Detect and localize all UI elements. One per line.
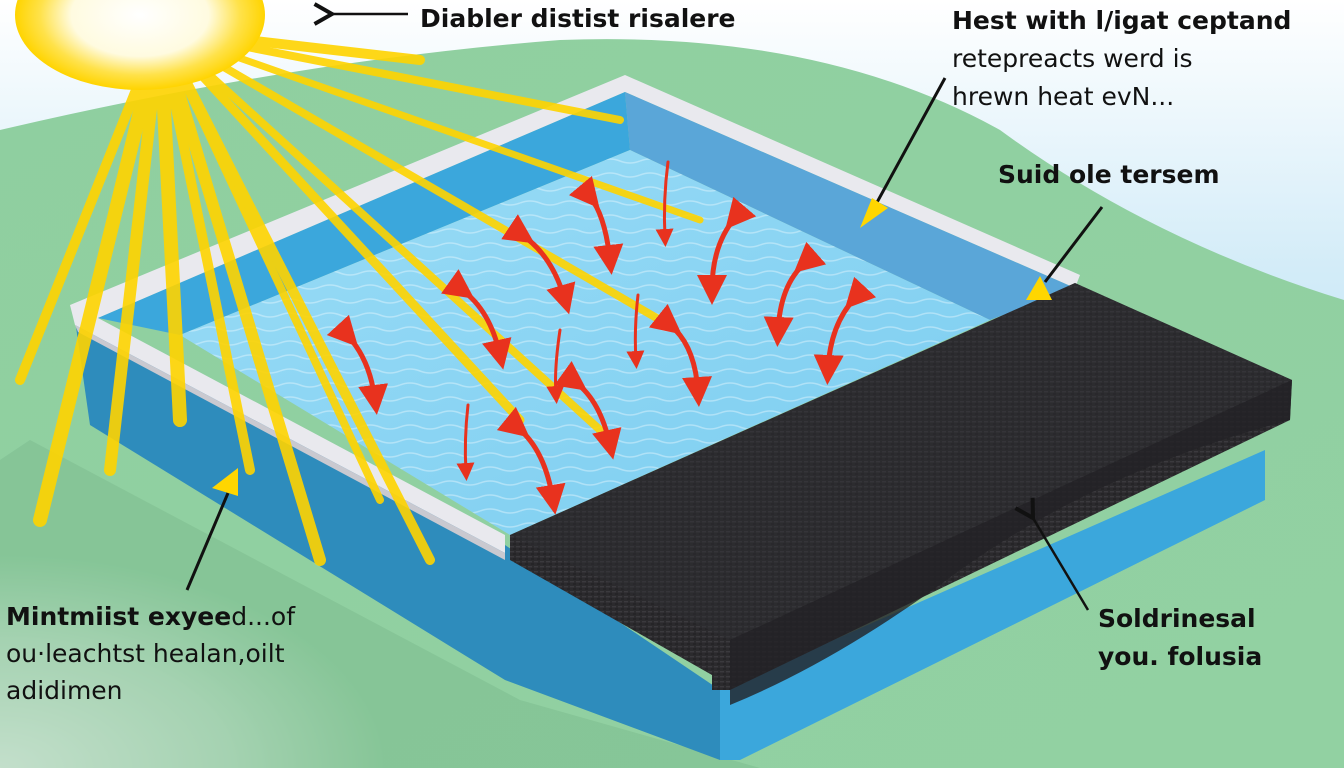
pool-shadow (0, 440, 760, 768)
cover-edge-label: Suid ole tersem (998, 160, 1220, 190)
heat-arrow-icon (554, 361, 622, 460)
solar-cover-label: Soldrinesal you. folusia (1098, 600, 1262, 676)
pool-wall-label: Mintmiist exyeed...of ou·leachtst healan… (6, 598, 295, 709)
pointer-triangle-icon (860, 198, 888, 228)
callout-lines (185, 2, 1104, 611)
heat-arrow-icon (813, 276, 877, 385)
pool-inner-wall-right (625, 92, 1075, 320)
heat-arrow-icon (568, 175, 624, 275)
heat-arrow-icon (496, 406, 566, 515)
label-text: ou·leachtst healan,oilt (6, 639, 285, 668)
solar-cover-top (510, 283, 1292, 640)
callout-arrow-icon (1043, 206, 1104, 283)
callout-arrow-icon (873, 77, 947, 207)
heat-arrows (326, 160, 877, 515)
label-title: Hest with l/igat ceptand (952, 6, 1292, 35)
heat-arrow-icon (763, 241, 827, 347)
label-text: retepreacts werd is (952, 44, 1193, 73)
callout-arrow-icon (185, 492, 230, 591)
label-text: Suid ole tersem (998, 160, 1220, 189)
pool-wall-front (75, 320, 720, 760)
pointer-triangle-icon (212, 468, 238, 496)
sun-radiation-label: Diabler distist risalere (420, 4, 736, 34)
solar-cover (510, 283, 1292, 690)
sun-icon (15, 0, 704, 566)
pointer-triangle-icon (1026, 276, 1052, 300)
label-text: d...of (231, 602, 296, 631)
callout-arrow-icon (1014, 497, 1090, 611)
heat-arrow-icon (648, 303, 713, 407)
heat-arrow-icon (626, 293, 645, 369)
label-title: Soldrinesal (1098, 604, 1256, 633)
heat-arrow-icon (655, 160, 674, 247)
heat-retention-label: Hest with l/igat ceptand retepreacts wer… (952, 2, 1291, 116)
heat-arrow-icon (501, 214, 576, 315)
label-text: you. folusia (1098, 642, 1263, 671)
solar-cover-side (730, 380, 1292, 705)
label-text: adidimen (6, 676, 123, 705)
label-title: Mintmiist exyee (6, 602, 232, 631)
heat-arrow-icon (456, 403, 475, 481)
heat-arrow-icon (697, 196, 757, 305)
heat-arrow-icon (441, 269, 512, 370)
label-text: Diabler distist risalere (420, 4, 736, 33)
label-text: hrewn heat evN... (952, 82, 1175, 111)
heat-arrow-icon (326, 314, 389, 415)
pool-wall-right (720, 450, 1265, 760)
